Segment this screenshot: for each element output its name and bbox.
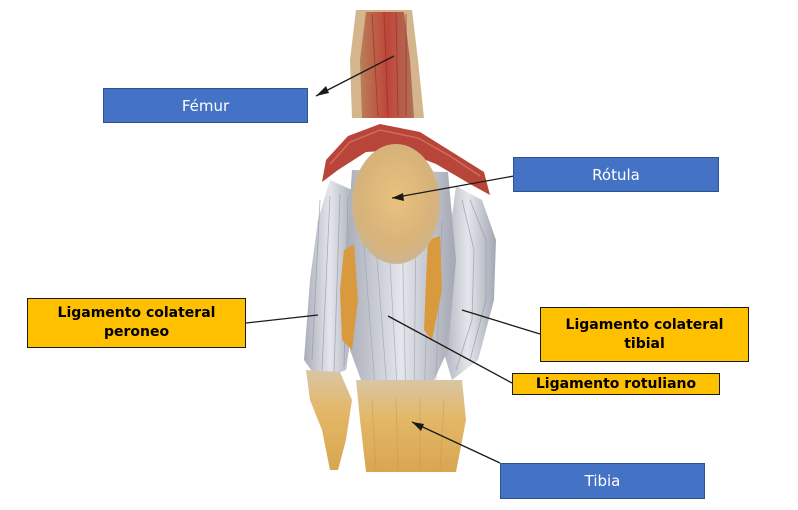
label-lig-colateral-peroneo-line2: peroneo [58, 323, 216, 342]
label-rotula-text: Rótula [592, 166, 640, 184]
label-lig-colateral-peroneo: Ligamento colateral peroneo [27, 298, 246, 348]
label-lig-colateral-tibial-line2: tibial [566, 335, 724, 354]
label-lig-colateral-tibial-line1: Ligamento colateral [566, 316, 724, 335]
label-femur-text: Fémur [182, 97, 229, 115]
arrowhead-femur [316, 86, 329, 96]
label-rotula: Rótula [513, 157, 719, 192]
label-lig-rotuliano-text: Ligamento rotuliano [536, 375, 696, 394]
label-lig-colateral-peroneo-line1: Ligamento colateral [58, 304, 216, 323]
label-femur: Fémur [103, 88, 308, 123]
femur-shaft [350, 10, 424, 118]
patella [352, 144, 440, 264]
label-lig-rotuliano: Ligamento rotuliano [512, 373, 720, 395]
label-lig-colateral-tibial: Ligamento colateral tibial [540, 307, 749, 362]
label-tibia-text: Tibia [585, 472, 621, 490]
label-tibia: Tibia [500, 463, 705, 499]
tibia-shaft [356, 380, 466, 472]
fibula [306, 370, 352, 470]
